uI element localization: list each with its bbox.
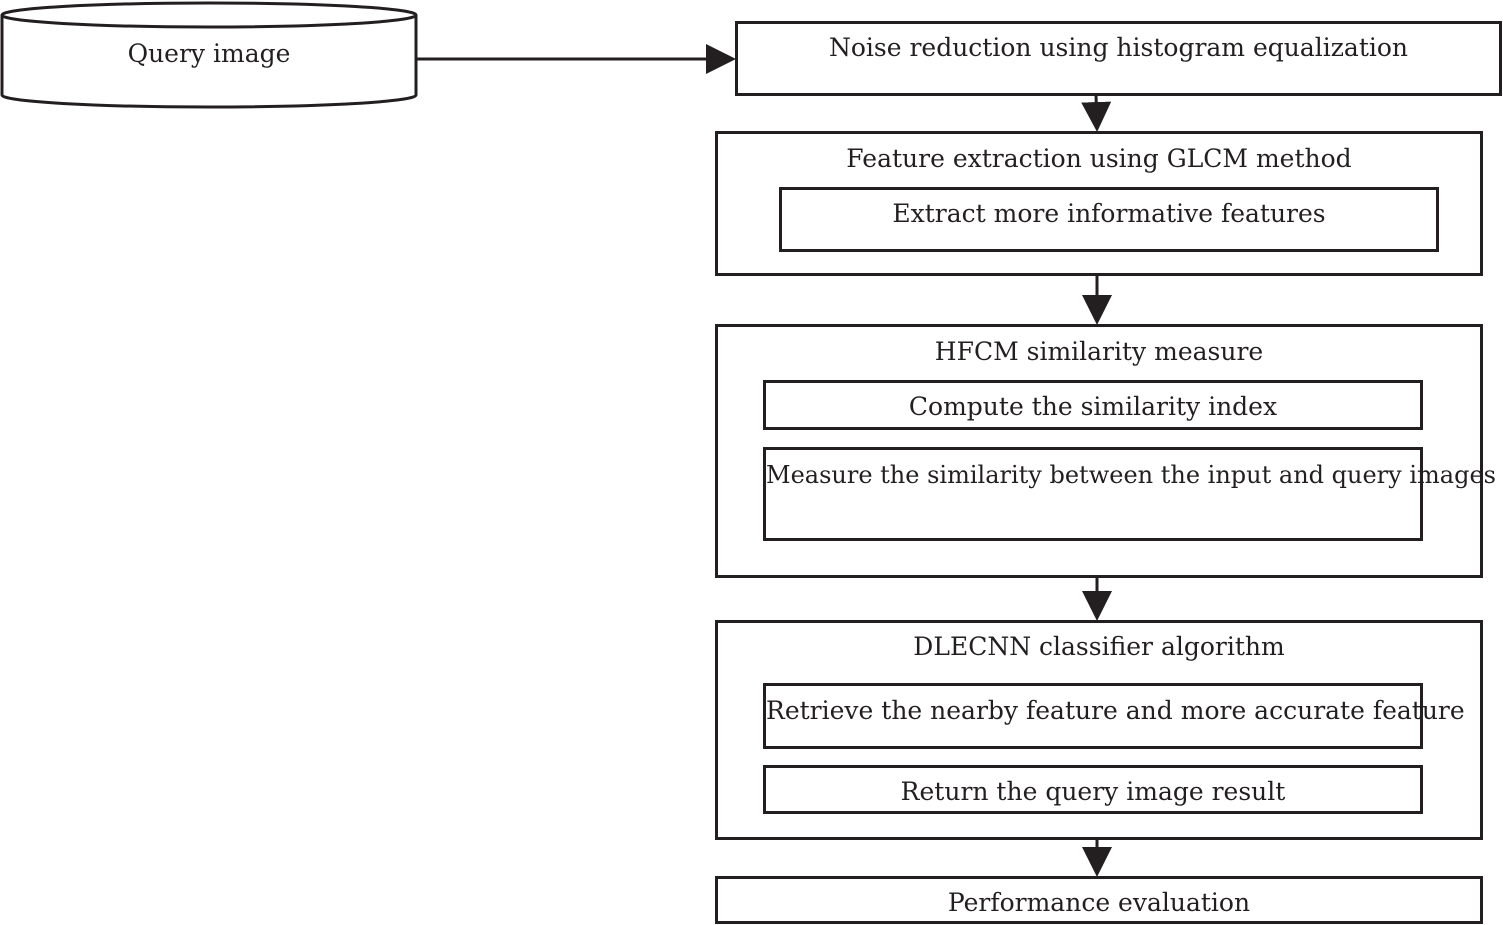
similarity-index-label: Compute the similarity index [908, 392, 1278, 421]
query-image-label: Query image [127, 39, 291, 68]
cylinder-top [0, 1, 418, 29]
return-result-label: Return the query image result [900, 777, 1286, 806]
measure-similarity-label: Measure the similarity between the input… [766, 461, 1496, 489]
arrow-noise-to-feature [1081, 94, 1112, 132]
noise-reduction-label: Noise reduction using histogram equaliza… [828, 33, 1409, 62]
return-result-box: Return the query image result [763, 765, 1423, 814]
noise-reduction-box: Noise reduction using histogram equaliza… [735, 21, 1502, 96]
retrieve-feature-box: Retrieve the nearby feature and more acc… [763, 683, 1465, 749]
hfcm-title: HFCM similarity measure [934, 337, 1264, 366]
feature-extraction-title: Feature extraction using GLCM method [846, 144, 1352, 173]
measure-similarity-box: Measure the similarity between the input… [763, 447, 1496, 541]
performance-evaluation-label: Performance evaluation [947, 888, 1251, 917]
extract-features-box: Extract more informative features [779, 187, 1439, 252]
similarity-index-box: Compute the similarity index [763, 380, 1423, 430]
retrieve-feature-label: Retrieve the nearby feature and more acc… [766, 696, 1465, 725]
performance-evaluation-box: Performance evaluation [715, 876, 1483, 924]
cylinder-body [0, 15, 418, 109]
extract-features-label: Extract more informative features [892, 199, 1326, 228]
query-image-cylinder [0, 1, 418, 109]
dlecnn-title: DLECNN classifier algorithm [913, 632, 1285, 661]
